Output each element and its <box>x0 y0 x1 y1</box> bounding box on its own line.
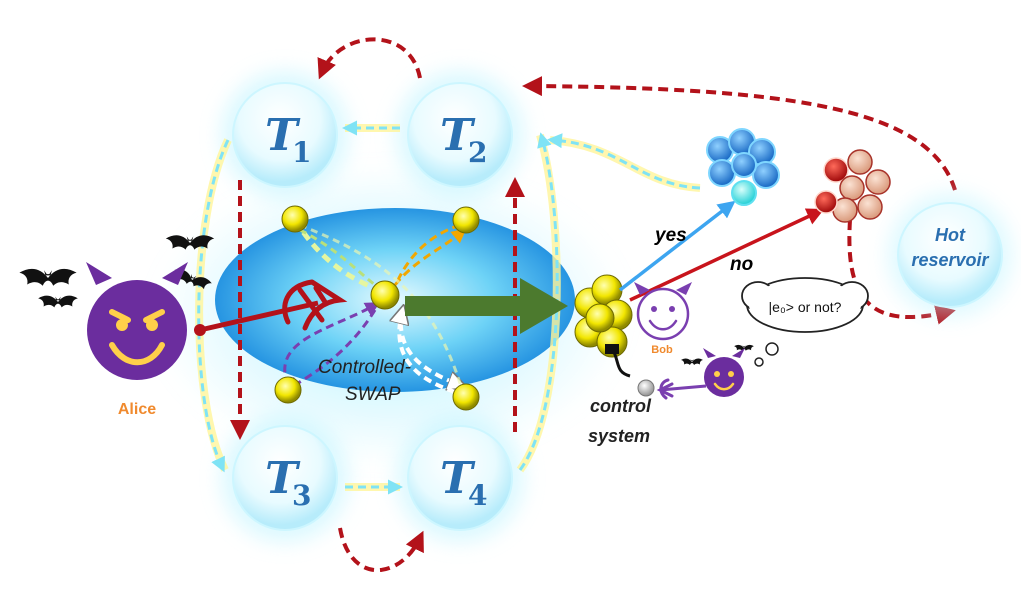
t3-letter: T <box>265 453 301 504</box>
big-output-arrow <box>405 278 568 334</box>
bubble-t4: T 4 <box>396 414 524 542</box>
swap-label-line1: Controlled- <box>318 357 411 378</box>
blue-ground-cluster <box>706 128 780 206</box>
arrow-t2-to-t1 <box>317 37 422 80</box>
yes-arrow <box>618 200 736 292</box>
no-label: no <box>730 254 753 275</box>
control-label-line2: system <box>588 426 650 446</box>
thought-bubble: |e₀> or not? <box>741 277 869 367</box>
yes-label: yes <box>654 225 687 246</box>
bob-devil-icon <box>634 282 692 341</box>
thermal-state-bubbles: T 1 T 2 T 3 T 4 <box>221 71 524 542</box>
output-qubit-cluster <box>574 274 633 358</box>
red-dashed-arrows <box>230 37 957 573</box>
cyan-arrow-t1-to-t3 <box>197 139 230 473</box>
qubit-bottom-left <box>274 376 302 404</box>
qubit-center <box>370 280 400 310</box>
bubble-t1: T 1 <box>221 71 349 199</box>
swap-label-line2: SWAP <box>345 384 401 405</box>
t1-subscript: 1 <box>292 136 311 169</box>
reservoir-label-line2: reservoir <box>911 250 989 270</box>
thought-text: |e₀> or not? <box>769 299 842 315</box>
bat-icon <box>681 358 703 365</box>
arrow-reservoir-to-t2 <box>522 76 957 191</box>
qubit-top-left <box>281 205 309 233</box>
alice-label: Alice <box>118 401 156 418</box>
t2-letter: T <box>440 110 476 161</box>
arrow-red-cluster-to-reservoir <box>847 219 956 325</box>
controlled-swap-core: Controlled- SWAP <box>274 205 480 411</box>
control-label-line1: control <box>590 396 652 416</box>
bat-icon <box>38 295 78 308</box>
bob-label: Bob <box>651 344 673 356</box>
bat-icon <box>19 268 77 286</box>
t3-subscript: 3 <box>292 479 311 512</box>
qubit-bottom-right <box>452 383 480 411</box>
t4-subscript: 4 <box>468 479 487 512</box>
qubit-top-right <box>452 206 480 234</box>
t4-letter: T <box>440 453 476 504</box>
reservoir-label-line1: Hot <box>935 225 966 245</box>
bubble-t3: T 3 <box>221 414 349 542</box>
t1-letter: T <box>265 110 301 161</box>
no-arrow <box>629 208 825 302</box>
red-excited-cluster <box>814 149 891 223</box>
control-plug <box>605 344 655 397</box>
hot-reservoir: Hot reservoir <box>888 193 1012 317</box>
alice-trident <box>194 279 348 336</box>
alice-devil-icon <box>86 262 188 380</box>
bubble-t2: T 2 <box>396 71 524 199</box>
cyan-arrow-blue-to-t2 <box>547 133 701 190</box>
t2-subscript: 2 <box>468 136 487 169</box>
small-devil-icon <box>656 348 745 400</box>
arrow-t3-to-t4 <box>338 527 424 573</box>
